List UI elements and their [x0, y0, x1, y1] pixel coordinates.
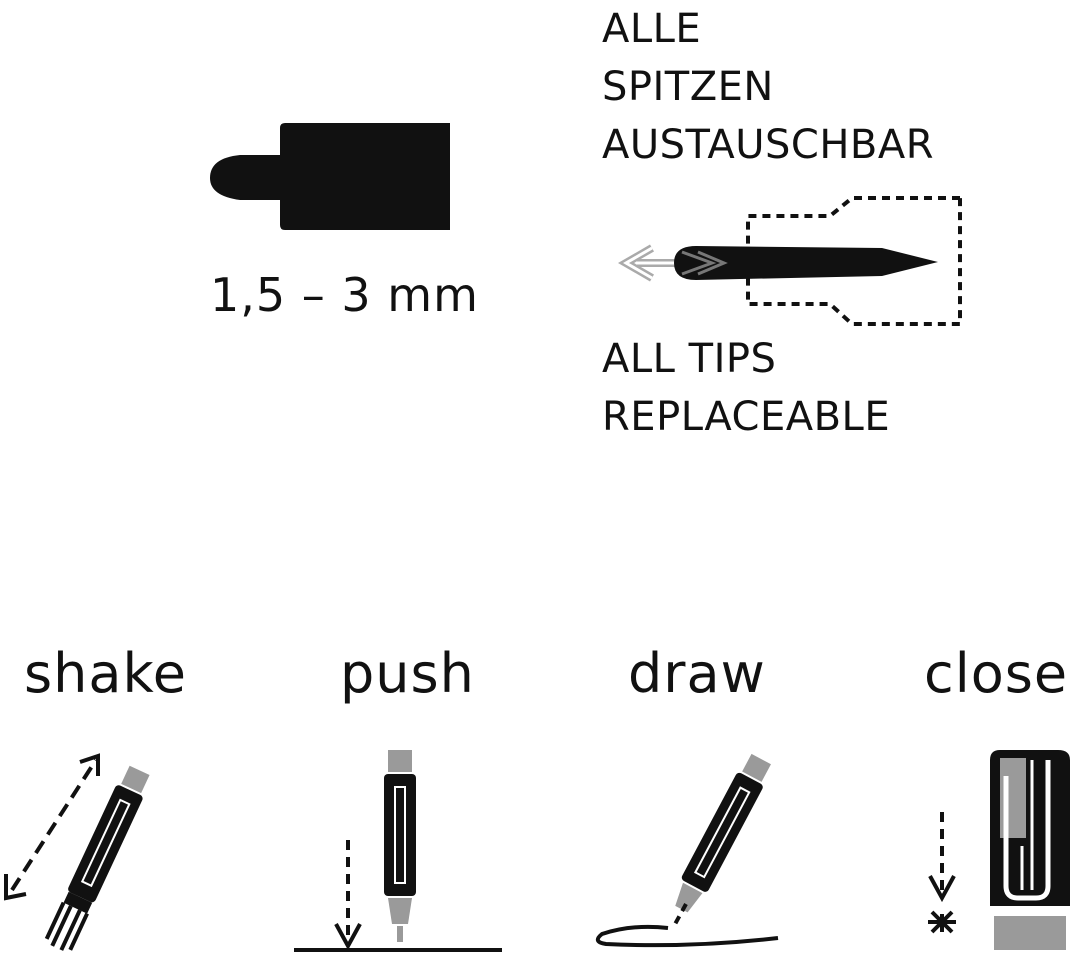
- close-cap-icon: [928, 750, 1070, 950]
- tip-size-label: 1,5 – 3 mm: [210, 268, 479, 322]
- en-line-1: ALL TIPS: [602, 336, 777, 382]
- en-line-2: REPLACEABLE: [602, 394, 891, 440]
- shake-marker-icon: [3, 753, 150, 951]
- step-close-label: close: [924, 642, 1069, 705]
- de-line-3: AUSTAUSCHBAR: [602, 122, 934, 168]
- replaceable-text-en: ALL TIPS REPLACEABLE: [602, 330, 890, 446]
- push-marker-icon: [294, 750, 502, 952]
- draw-marker-icon: [595, 753, 779, 948]
- de-line-2: SPITZEN: [602, 64, 774, 110]
- replaceable-text-de: ALLE SPITZEN AUSTAUSCHBAR: [602, 0, 934, 174]
- bullet-tip-icon: [210, 123, 450, 230]
- step-shake-label: shake: [24, 642, 188, 705]
- step-draw-label: draw: [628, 642, 766, 705]
- step-push-label: push: [340, 642, 475, 705]
- replace-tip-icon: [617, 196, 962, 326]
- de-line-1: ALLE: [602, 6, 702, 52]
